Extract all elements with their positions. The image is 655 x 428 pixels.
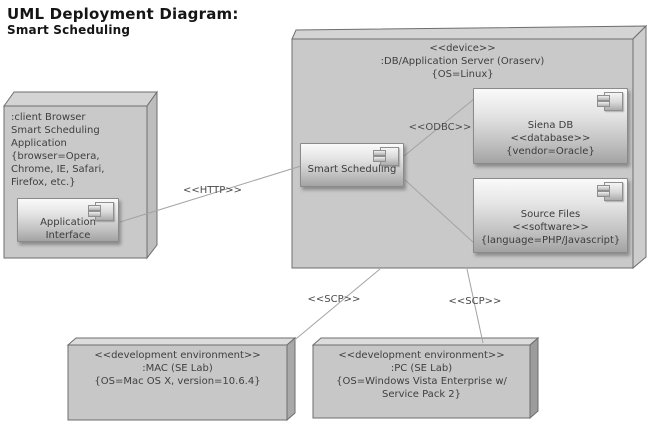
pc-node-side-face: [529, 336, 539, 420]
node-text-line: Application: [11, 138, 67, 149]
node-text-line: :client Browser: [11, 112, 86, 123]
node-property: {OS=Windows Vista Enterprise w/: [336, 376, 507, 387]
component-icon-tab: [597, 101, 610, 107]
node-property: Service Pack 2}: [381, 389, 462, 400]
component-icon-tab: [597, 191, 610, 197]
component-icon-tab: [597, 95, 610, 101]
component-icon: [88, 202, 114, 221]
odbc-connection-line: [403, 98, 475, 157]
node-text-line: {browser=Opera,: [11, 151, 100, 162]
component-icon-tab: [597, 185, 610, 191]
server-node-top-face: [291, 25, 648, 40]
server-node-side-face: [632, 24, 647, 270]
component-label: Application: [40, 217, 96, 228]
http-label: <<HTTP>>: [182, 185, 243, 196]
node-name: :DB/Application Server (Oraserv): [380, 56, 545, 67]
client-node-top-face: [3, 91, 158, 107]
mac-node-top-face: [66, 337, 297, 346]
pc-node-label: <<development environment>> :PC (SE Lab)…: [313, 349, 530, 401]
node-stereotype: <<development environment>>: [94, 350, 261, 361]
server-node-label: <<device>> :DB/Application Server (Orase…: [292, 42, 633, 81]
mac-node-side-face: [286, 336, 296, 422]
node-property: {OS=Linux}: [431, 69, 494, 80]
siena-db-component: Siena DB <<database>> {vendor=Oracle}: [473, 88, 628, 164]
application-interface-component: Application Interface: [17, 198, 119, 242]
component-label: Siena DB: [527, 120, 574, 131]
http-connection-line: [119, 165, 302, 223]
pc-node-shape: [311, 336, 540, 420]
scp-left-connection-line: [290, 268, 381, 344]
component-label: Source Files: [520, 209, 581, 220]
component-icon-tab: [373, 156, 386, 162]
node-name: :PC (SE Lab): [390, 363, 453, 374]
node-text-line: Chrome, IE, Safari,: [11, 164, 105, 175]
component-stereotype: <<software>>: [512, 222, 589, 233]
component-icon-tab: [373, 150, 386, 156]
mac-node-label: <<development environment>> :MAC (SE Lab…: [68, 349, 287, 388]
node-stereotype: <<device>>: [429, 43, 496, 54]
mac-node-shape: [66, 336, 297, 422]
component-icon: [373, 147, 399, 166]
mac-node-front-face: [67, 344, 288, 421]
source-files-component: Source Files <<software>> {language=PHP/…: [473, 178, 628, 253]
component-property: {language=PHP/Javascript}: [480, 235, 621, 246]
component-icon-tab: [88, 205, 101, 211]
pc-node-front-face: [312, 344, 531, 419]
smart-scheduling-component: Smart Scheduling: [300, 143, 404, 187]
component-property: {vendor=Oracle}: [506, 146, 595, 157]
component-stereotype: <<database>>: [510, 133, 591, 144]
node-name: :MAC (SE Lab): [142, 363, 213, 374]
scp-right-label: <<SCP>>: [448, 296, 502, 307]
diagram-subtitle: Smart Scheduling: [7, 23, 131, 37]
component-label: Smart Scheduling: [307, 164, 397, 175]
scp-right-connection-line: [466, 268, 484, 344]
component-icon-tab: [88, 211, 101, 217]
scheduling-sourcefiles-connection-line: [404, 179, 475, 244]
scp-left-label: <<SCP>>: [307, 294, 361, 305]
node-property: {OS=Mac OS X, version=10.6.4}: [94, 376, 261, 387]
component-label: Interface: [45, 230, 91, 241]
pc-node-top-face: [311, 337, 540, 346]
odbc-label: <<ODBC>>: [408, 122, 472, 133]
node-text-line: Firefox, etc.}: [11, 177, 76, 188]
client-node-label: :client Browser Smart Scheduling Applica…: [11, 111, 143, 189]
component-icon: [597, 182, 623, 201]
node-stereotype: <<development environment>>: [338, 350, 505, 361]
client-node-side-face: [146, 90, 158, 260]
diagram-title: UML Deployment Diagram:: [7, 5, 239, 23]
component-icon: [597, 92, 623, 111]
node-text-line: Smart Scheduling: [11, 125, 100, 136]
